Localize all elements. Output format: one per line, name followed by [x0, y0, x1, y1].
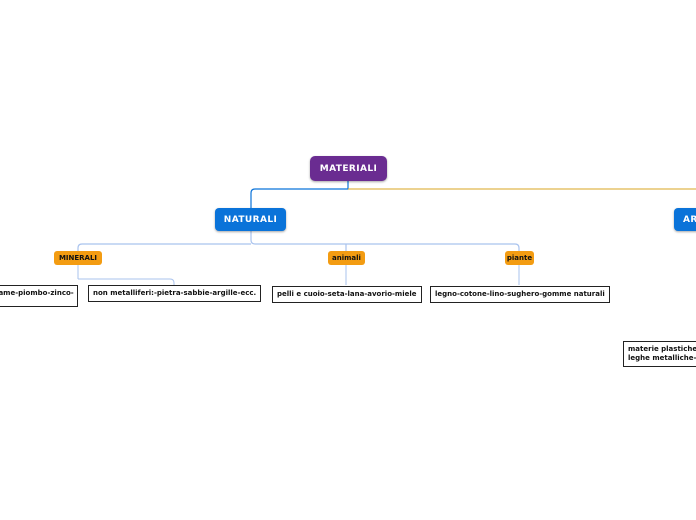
- node-minerali[interactable]: MINERALI: [54, 251, 102, 265]
- connector-minerali-leaves: [77, 265, 175, 285]
- leaf-non-metalliferi[interactable]: non metalliferi:-pietra-sabbie-argille-e…: [88, 285, 262, 302]
- node-piante[interactable]: piante: [505, 251, 534, 265]
- leaf-metalliferi[interactable]: rame-piombo-zinco-: [0, 285, 78, 307]
- connector-root-naturali: [250, 181, 349, 208]
- leaf-artificiali-detail[interactable]: materie plastiche leghe metalliche-: [623, 341, 696, 367]
- root-node-materiali[interactable]: MATERIALI: [310, 156, 387, 181]
- node-animali[interactable]: animali: [328, 251, 365, 265]
- leaf-artificiali-line1: materie plastiche: [628, 345, 696, 353]
- node-artificiali[interactable]: AR: [674, 208, 696, 231]
- connector-naturali-children: [77, 231, 520, 251]
- leaf-piante-detail[interactable]: legno-cotone-lino-sughero-gomme naturali: [430, 286, 610, 303]
- leaf-animali-detail[interactable]: pelli e cuoio-seta-lana-avorio-miele: [272, 286, 422, 303]
- node-naturali[interactable]: NATURALI: [215, 208, 286, 231]
- leaf-artificiali-line2: leghe metalliche-: [628, 354, 696, 362]
